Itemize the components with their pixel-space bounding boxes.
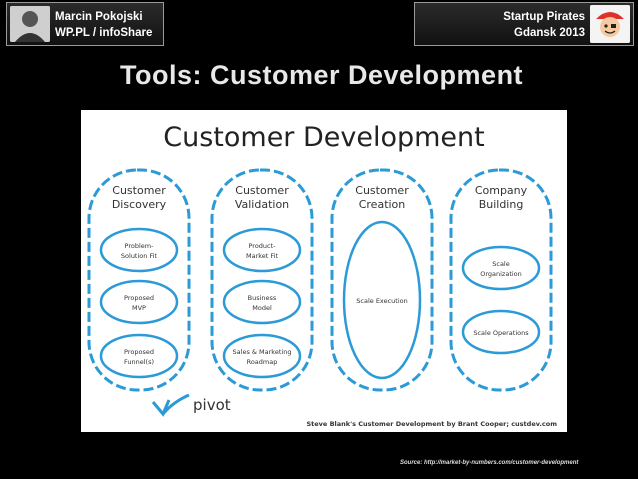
- event-place: Gdansk 2013: [514, 27, 585, 39]
- stage-step-label: Problem-: [125, 242, 155, 250]
- stage-step-label: Solution Fit: [121, 252, 158, 260]
- event-box: Startup Pirates Gdansk 2013: [414, 2, 634, 46]
- stage-step: Problem- Solution Fit: [99, 227, 179, 273]
- stage-step-label: Roadmap: [247, 358, 278, 366]
- stage-step-label: Proposed: [124, 294, 154, 302]
- pivot-arrow: [151, 393, 190, 417]
- stage-step-label: Product-: [248, 242, 276, 250]
- stage-title-line2: Discovery: [112, 198, 167, 211]
- stage-step-label: Scale Operations: [473, 329, 529, 337]
- author-box: Marcin Pokojski WP.PL / infoShare: [6, 2, 164, 46]
- stage-step-label: Model: [252, 304, 272, 312]
- stage-title-line2: Building: [479, 198, 524, 211]
- stage-title-line2: Validation: [235, 198, 289, 211]
- event-name: Startup Pirates: [503, 11, 585, 23]
- author-name: Marcin Pokojski: [55, 11, 143, 23]
- stage-step-label: Funnel(s): [124, 358, 154, 366]
- stage-title-line1: Customer: [112, 184, 166, 197]
- author-org: WP.PL / infoShare: [55, 27, 153, 39]
- stage-step-label: Scale: [492, 260, 510, 268]
- author-info: Marcin Pokojski WP.PL / infoShare: [55, 9, 152, 41]
- stage-step-label: Proposed: [124, 348, 154, 356]
- stage-step-label: Sales & Marketing: [233, 348, 292, 356]
- stage-step-label: Scale Execution: [356, 297, 407, 305]
- stage-step-label: Organization: [480, 270, 522, 278]
- stage-title-line1: Company: [475, 184, 528, 197]
- pivot-label: pivot: [193, 396, 231, 414]
- diagram-credit: Steve Blank's Customer Development by Br…: [306, 420, 557, 428]
- pirate-logo-icon: [590, 5, 630, 43]
- diagram-title: Customer Development: [163, 122, 485, 153]
- stage-step-label: Market Fit: [246, 252, 278, 260]
- stage-step-label: Business: [248, 294, 277, 302]
- stage-step: Scale Operations: [461, 309, 541, 355]
- stage-title-line2: Creation: [359, 198, 406, 211]
- stage-step-label: MVP: [132, 304, 146, 312]
- stage-step: Scale Execution: [342, 220, 422, 380]
- person-photo-icon: [10, 6, 50, 42]
- stage-title-line1: Customer: [355, 184, 409, 197]
- slide-title: Tools: Customer Development: [120, 60, 524, 90]
- source-citation: Source: http://market-by-numbers.com/cus…: [400, 460, 579, 466]
- stage-title-line1: Customer: [235, 184, 289, 197]
- stage-step: Product- Market Fit: [222, 227, 302, 273]
- event-info: Startup Pirates Gdansk 2013: [503, 9, 585, 41]
